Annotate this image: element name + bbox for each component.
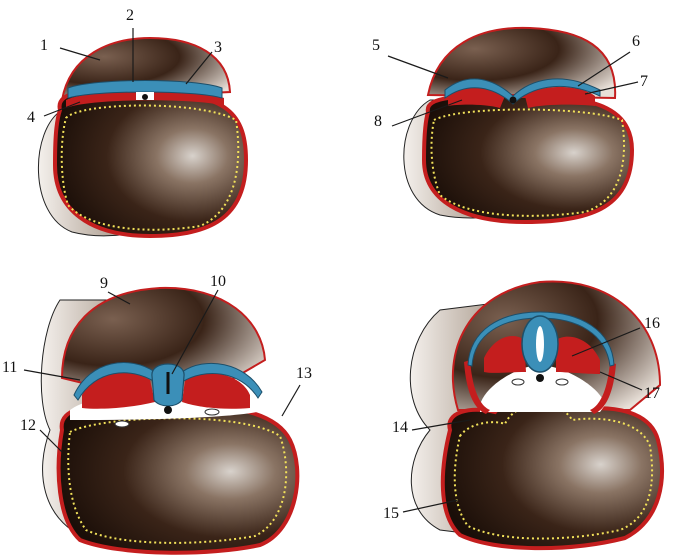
label-7: 7 <box>640 73 648 90</box>
label-3: 3 <box>214 39 222 56</box>
panel-stage-3 <box>41 288 297 553</box>
leader-13 <box>282 385 300 416</box>
label-5: 5 <box>372 37 380 54</box>
label-14: 14 <box>392 419 408 436</box>
label-12: 12 <box>20 417 36 434</box>
yolk-sac <box>443 396 662 548</box>
panel-stage-2 <box>404 28 632 222</box>
yolk-sac <box>55 90 246 236</box>
vessel-right <box>205 409 219 415</box>
label-10: 10 <box>210 273 226 290</box>
label-6: 6 <box>632 33 640 50</box>
label-1: 1 <box>40 37 48 54</box>
vessel-left <box>512 379 524 385</box>
label-17: 17 <box>644 385 660 402</box>
label-15: 15 <box>383 505 399 522</box>
panel-stage-4 <box>410 281 662 548</box>
label-9: 9 <box>100 275 108 292</box>
label-13: 13 <box>296 365 312 382</box>
label-4: 4 <box>27 109 35 126</box>
notochord <box>142 94 148 100</box>
label-8: 8 <box>374 113 382 130</box>
label-16: 16 <box>644 315 660 332</box>
vessel-right <box>556 379 568 385</box>
notochord <box>510 97 517 104</box>
notochord <box>536 374 544 382</box>
vessel-left <box>115 421 129 427</box>
label-11: 11 <box>2 359 17 376</box>
notochord <box>164 406 172 414</box>
label-2: 2 <box>126 7 134 24</box>
neural-canal <box>536 326 544 362</box>
panel-stage-1 <box>38 38 246 236</box>
yolk-sac <box>59 405 298 553</box>
